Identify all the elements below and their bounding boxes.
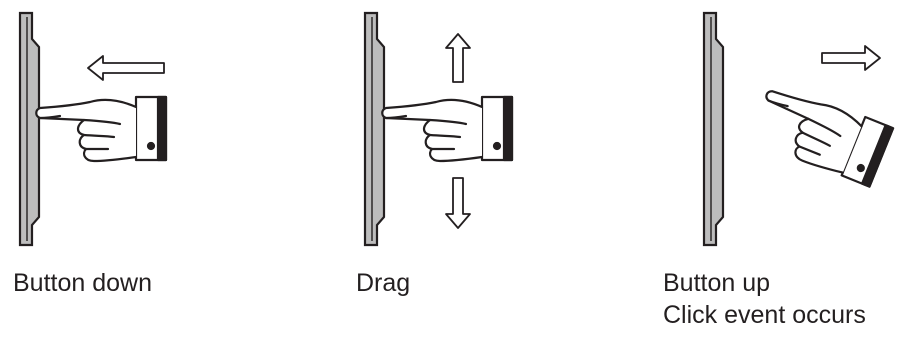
touch-panel-icon: [20, 13, 39, 245]
step-button-up: [704, 13, 893, 245]
right-arrow-icon: [822, 46, 880, 70]
up-arrow-icon: [446, 34, 470, 82]
step-caption-click-event: Click event occurs: [663, 300, 866, 331]
down-arrow-icon: [446, 178, 470, 228]
step-label-drag: Drag: [356, 268, 410, 299]
step-drag: [365, 13, 512, 245]
step-button-down: [20, 13, 166, 245]
step-label-button-up: Button up: [663, 268, 770, 299]
touch-panel-icon: [704, 13, 723, 245]
left-arrow-icon: [88, 56, 164, 80]
step-label-button-down: Button down: [13, 268, 152, 299]
pointing-hand-icon: [382, 97, 512, 161]
touch-panel-icon: [365, 13, 384, 245]
pointing-hand-icon: [36, 97, 166, 161]
pointing-hand-icon: [749, 80, 893, 188]
